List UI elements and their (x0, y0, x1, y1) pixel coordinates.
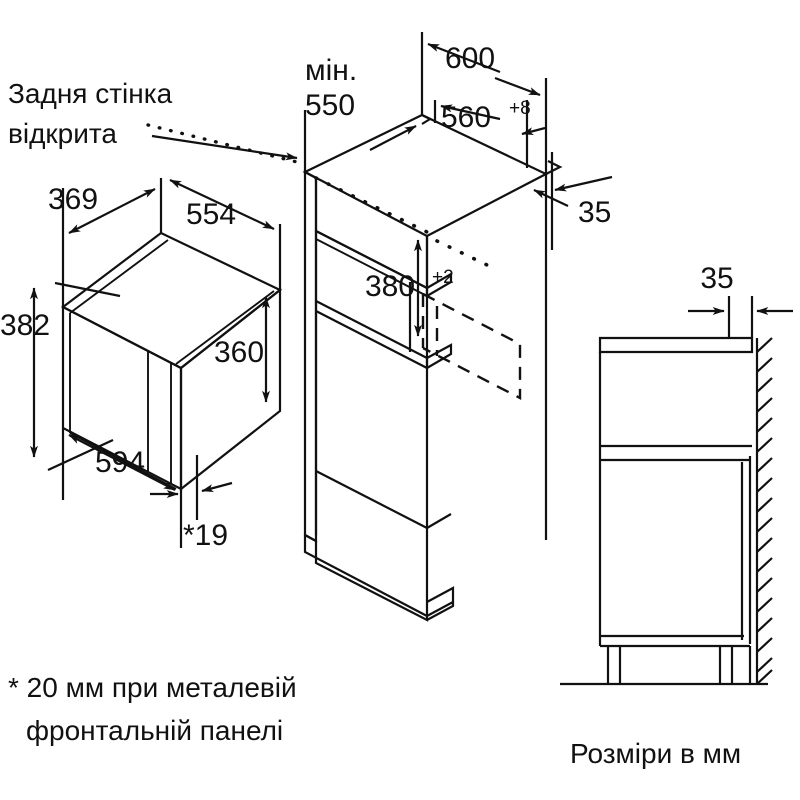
cabinet-base-front (303, 535, 428, 617)
dim-line-554 (169, 179, 275, 230)
back-wall-leader-line (146, 123, 307, 166)
dimension-369 (61, 178, 163, 307)
cabinet-upper-shelf-return (426, 272, 453, 297)
cabinet-upper-shelf-edge (315, 230, 428, 289)
dim-line-550-right-arrow (369, 125, 417, 151)
dimension-19 (150, 455, 233, 520)
dim-label-19: *19 (183, 519, 228, 552)
cabinet-top-face (302, 113, 549, 238)
cabinet-left-wall (303, 170, 318, 543)
dim-label-380: 380 (365, 270, 415, 303)
side-view-top-panel (598, 336, 754, 354)
wall-hatching (756, 337, 773, 685)
cabinet-lower-floor-right (426, 513, 452, 529)
dimension-600 (427, 42, 548, 174)
dim-label-min-prefix: мін. (305, 54, 357, 87)
dim-label-382: 382 (0, 309, 50, 342)
cabinet-back-open-right-edge (435, 239, 489, 267)
appliance-top-seam (175, 290, 275, 365)
dim-label-360: 360 (214, 336, 264, 369)
cabinet-top-left-notch (421, 114, 433, 125)
footnote-line1: * 20 мм при металевій (8, 672, 297, 703)
appliance-side-face (179, 287, 282, 492)
cabinet-base-return (426, 586, 455, 621)
dimension-min-550 (151, 32, 424, 172)
cabinet-mid-shelf-back-edge (315, 300, 428, 359)
dim-line-35-niche-lower-arrow (533, 189, 569, 207)
dim-line-369 (68, 188, 156, 234)
dim-label-35-niche: 35 (578, 196, 611, 229)
appliance-ghost-outline (422, 292, 522, 400)
dim-label-550: 550 (305, 89, 355, 122)
units-note: Розміри в мм (570, 738, 741, 769)
dim-label-380-tolerance: +2 (432, 267, 454, 288)
ext-line-382-top (54, 281, 121, 298)
dim-line-600-right-arrow (494, 76, 541, 97)
cabinet-lower-floor-edge (315, 470, 428, 529)
dim-line-35-niche-upper-arrow (554, 175, 613, 192)
dim-line-550-left-arrow (151, 134, 298, 161)
cabinet-niche-isometric-view (302, 113, 563, 622)
dimension-560 (433, 100, 546, 168)
dim-line-560-right-arrow (521, 126, 546, 136)
dim-label-554: 554 (186, 198, 236, 231)
note-back-wall-line1: Задня стінка (8, 78, 173, 109)
dimension-594 (61, 428, 183, 548)
dim-line-600-left-arrow (427, 42, 501, 74)
dim-label-560-tolerance: +8 (509, 98, 531, 119)
dim-label-600: 600 (445, 42, 495, 75)
dim-label-560: 560 (441, 101, 491, 134)
dim-line-594 (68, 434, 176, 491)
cabinet-mid-shelf-front-edge (315, 310, 428, 369)
cabinet-mid-shelf-return (426, 343, 453, 369)
note-back-wall-line2: відкрита (8, 118, 117, 149)
dimension-35-side (688, 296, 793, 338)
dim-line-560-left-arrow (440, 104, 501, 121)
dim-line-19-right-arrow (201, 481, 233, 493)
footnote-line2: фронтальній панелі (26, 715, 283, 746)
cabinet-upper-shelf-thickness (315, 238, 428, 297)
dim-label-369: 369 (48, 183, 98, 216)
appliance-top-panel-edge (69, 239, 169, 314)
cabinet-base-plinth (304, 534, 429, 622)
dim-label-35-side: 35 (700, 262, 733, 295)
dimension-35-niche (533, 152, 613, 250)
dim-label-594: 594 (95, 446, 145, 479)
cabinet-base-return-edge (426, 601, 454, 617)
side-elevation-view (560, 336, 773, 686)
dimension-554 (169, 179, 282, 290)
